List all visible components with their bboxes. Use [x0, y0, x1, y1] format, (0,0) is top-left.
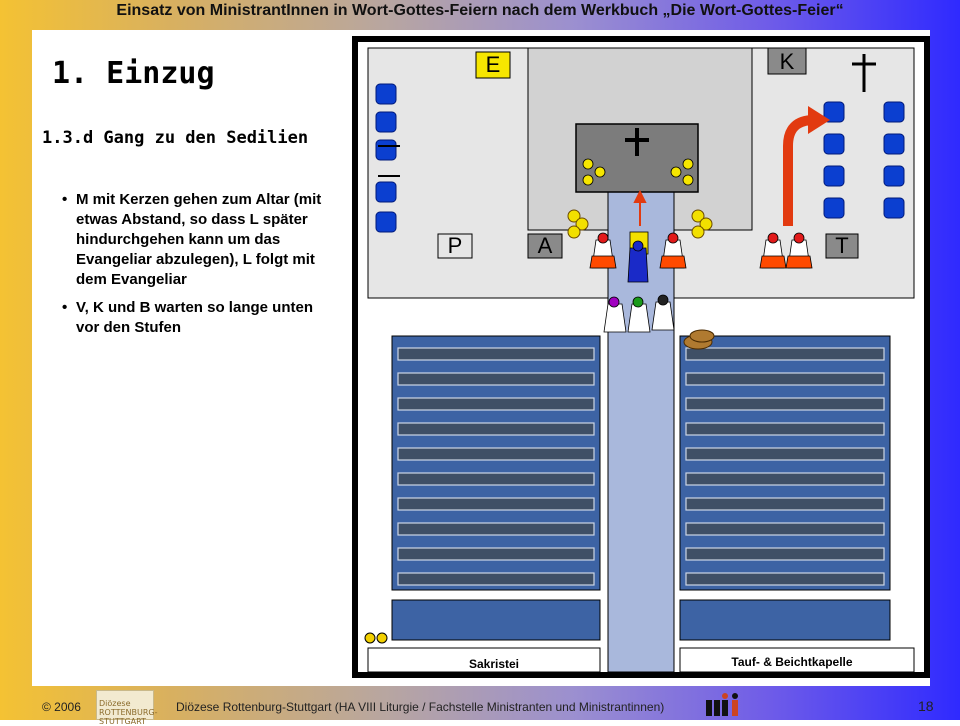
lector-figure	[627, 231, 649, 283]
sakristei-label: Sakristei	[469, 657, 519, 671]
label-t: T	[835, 233, 848, 258]
taufkapelle-label: Tauf- & Beichtkapelle	[731, 655, 852, 669]
presider-figure-b	[651, 294, 675, 331]
diocese-credit: Diözese Rottenburg-Stuttgart (HA VIII Li…	[176, 700, 665, 714]
processional-cross-icon	[852, 54, 876, 92]
baptismal-font-icon	[683, 329, 715, 350]
section-heading: 1. Einzug	[52, 56, 215, 91]
diocese-logo-text: Diözese ROTTENBURG-STUTTGART	[99, 699, 158, 726]
sakristei-room	[367, 647, 601, 673]
pew-rows	[397, 347, 885, 586]
bullet-item: M mit Kerzen gehen zum Altar (mit etwas …	[62, 190, 332, 290]
t-box: T	[825, 233, 859, 259]
pew-back-right	[679, 599, 891, 641]
sedilia-left	[375, 83, 397, 233]
diocese-logo: Diözese ROTTENBURG-STUTTGART	[96, 690, 158, 726]
page-number: 18	[918, 698, 934, 714]
altar-cross-icon	[625, 128, 649, 156]
candle-holder-left-icon	[567, 209, 589, 239]
altar-candle-icon	[582, 158, 694, 186]
section-subheading: 1.3.d Gang zu den Sedilien	[42, 128, 309, 148]
up-arrow-icon	[633, 189, 647, 226]
label-e: E	[486, 52, 501, 77]
presider-figure-v	[603, 296, 627, 333]
ministrant-t1	[759, 232, 787, 269]
ministrant-t2	[785, 232, 813, 269]
label-p: P	[448, 233, 463, 258]
title-bar: Einsatz von MinistrantInnen in Wort-Gott…	[0, 0, 960, 30]
ministrant-left	[589, 232, 617, 269]
label-k: K	[780, 49, 795, 74]
pew-back-left	[391, 599, 601, 641]
slide-title: Einsatz von MinistrantInnen in Wort-Gott…	[116, 2, 844, 19]
copyright: © 2006	[42, 700, 81, 714]
arrow-head-icon	[808, 106, 830, 134]
bullet-list: M mit Kerzen gehen zum Altar (mit etwas …	[62, 190, 332, 346]
label-a: A	[538, 233, 553, 258]
presider-figure-k	[627, 296, 651, 333]
cantor-k-box: K	[767, 47, 807, 75]
candle-holder-right-icon	[691, 209, 713, 239]
ministrant-figures	[589, 231, 813, 333]
ministrant-right	[659, 232, 687, 269]
ambo-e-box: E	[475, 51, 511, 79]
mini-logo-icon	[706, 693, 738, 716]
bullet-item: V, K und B warten so lange unten vor den…	[62, 298, 332, 338]
sedilia-right	[823, 101, 905, 219]
footer: © 2006 Diözese ROTTENBURG-STUTTGART Diöz…	[0, 690, 960, 726]
taufkapelle-room	[679, 647, 915, 673]
church-floor-plan: E K P A T	[352, 36, 930, 678]
bench-icon	[364, 632, 388, 644]
a-box: A	[527, 233, 563, 259]
presider-p-box: P	[437, 233, 473, 259]
